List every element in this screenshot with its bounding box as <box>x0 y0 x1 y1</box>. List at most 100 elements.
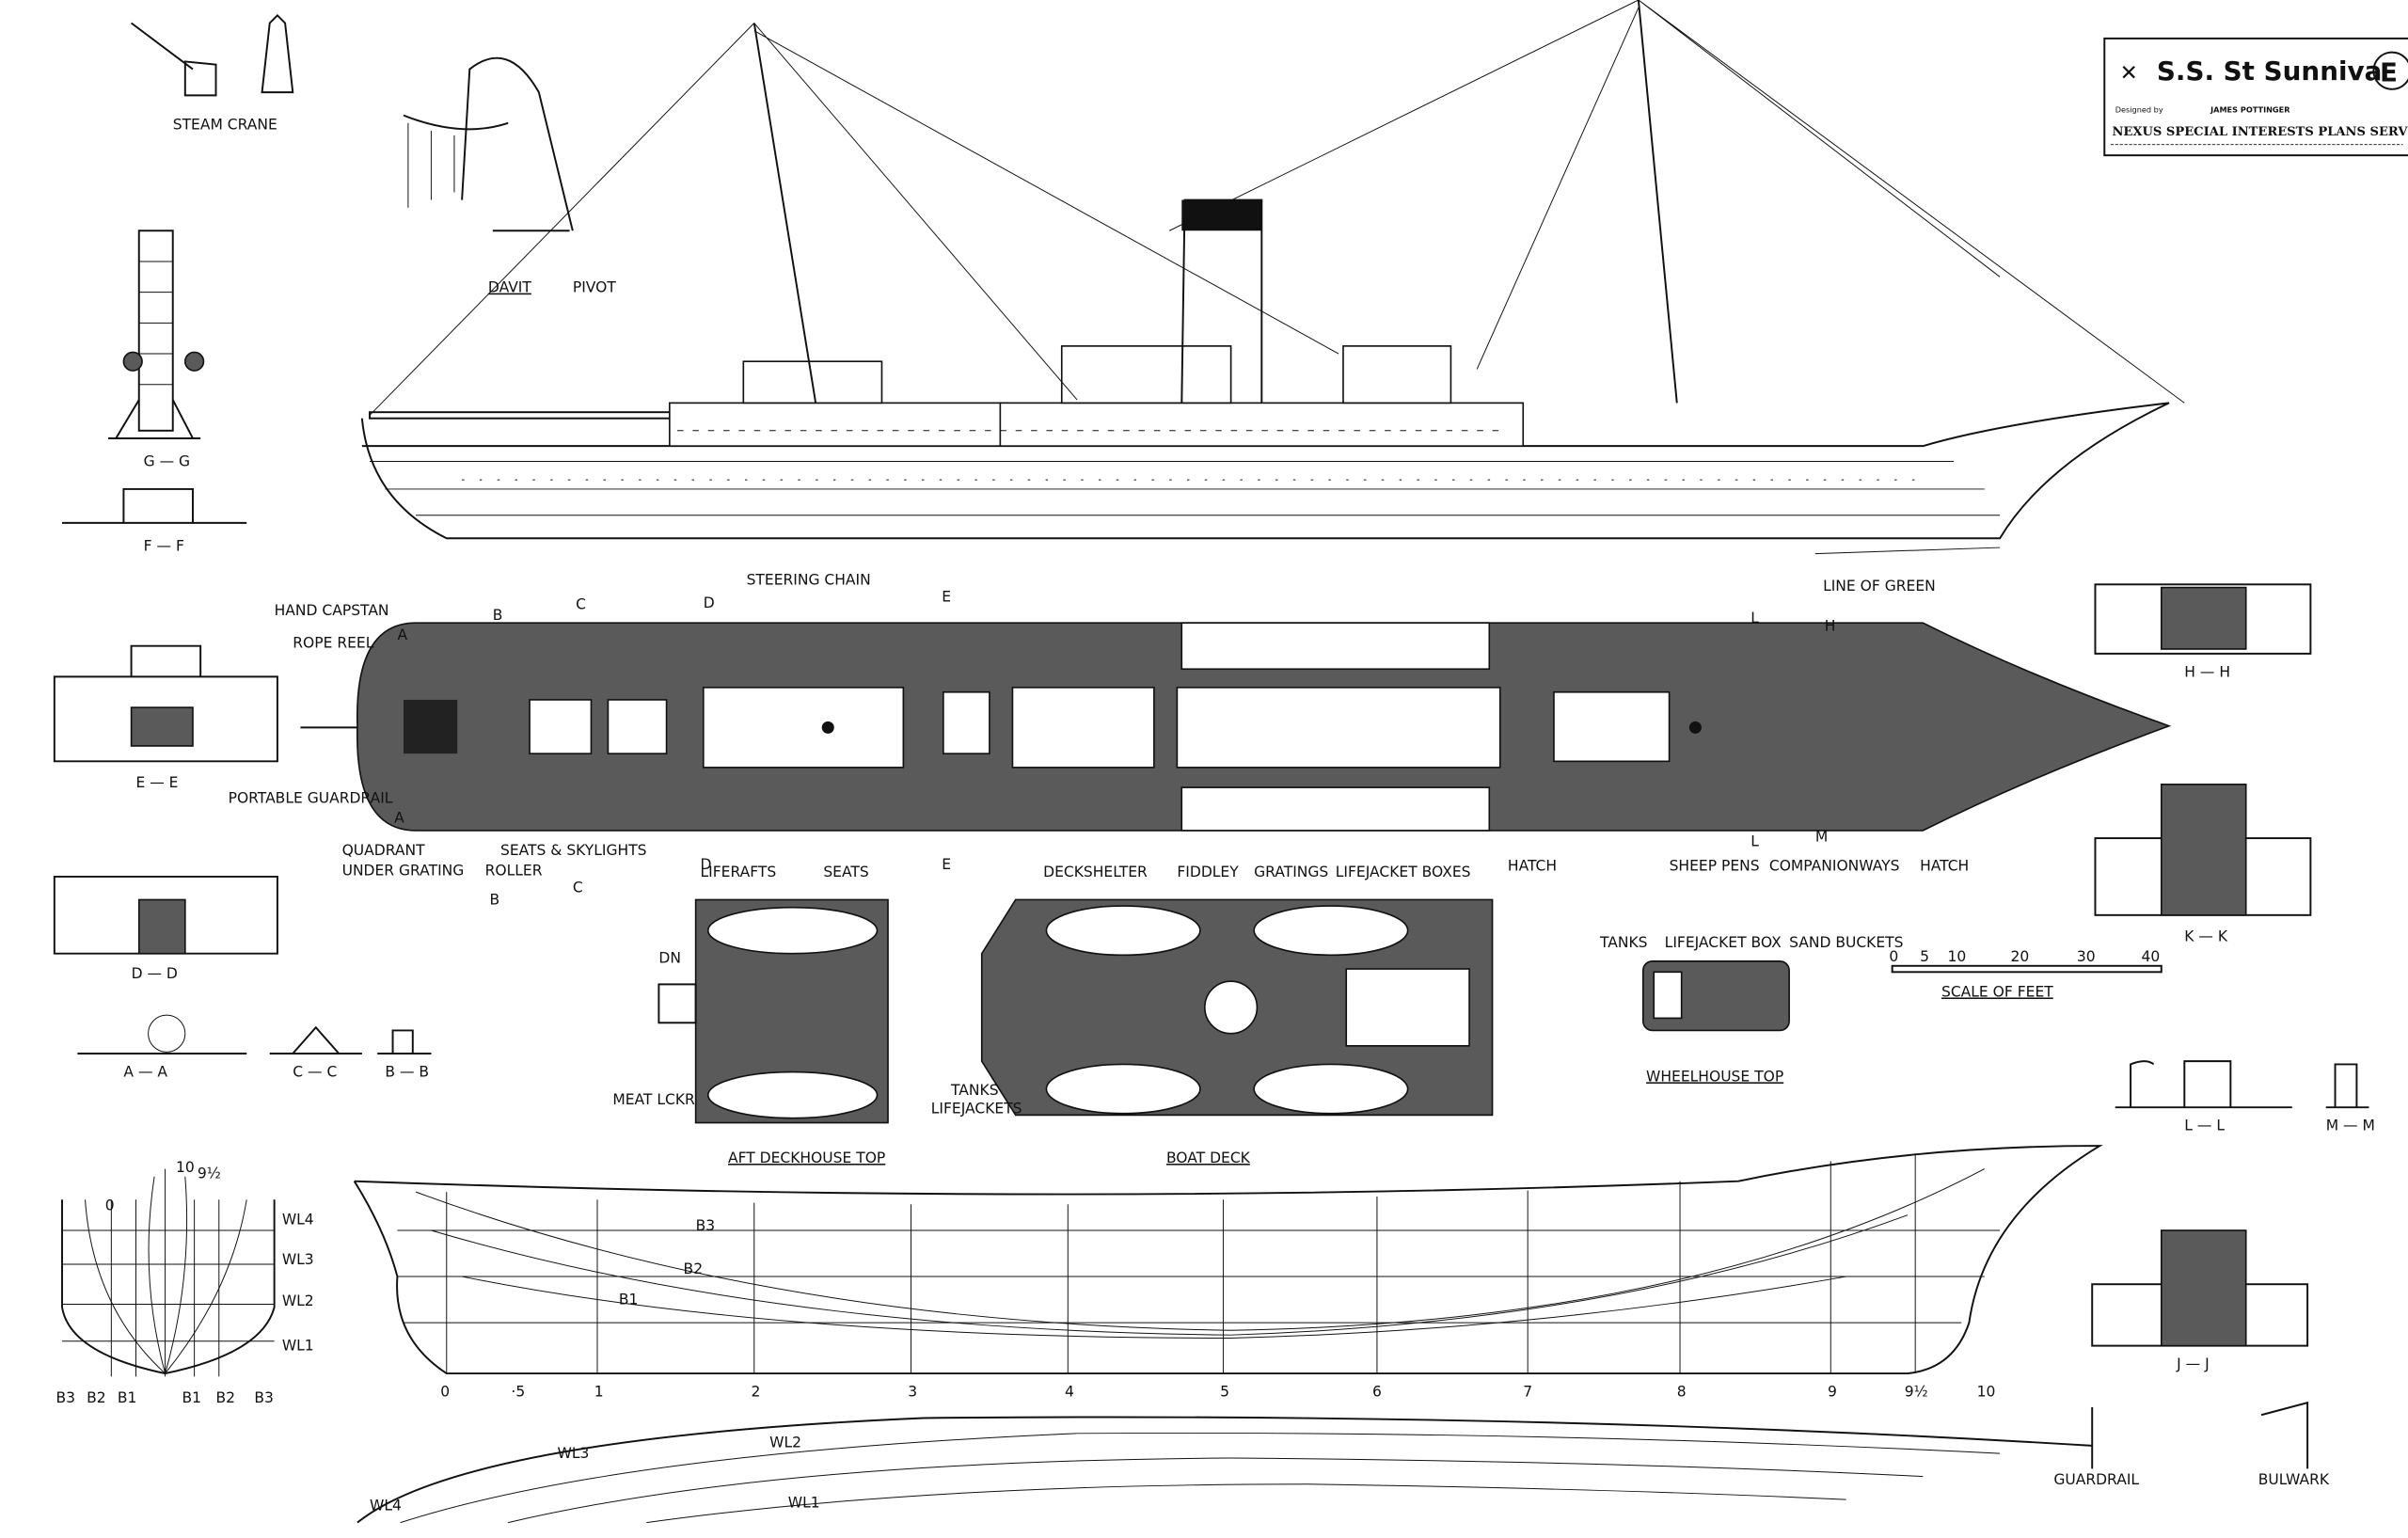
deck-plan: HAND CAPSTAN ROPE REEL STEERING CHAIN A … <box>275 571 2172 908</box>
mark-c-bottom: C <box>573 879 583 896</box>
meat-locker-label: MEAT LCKR <box>612 1091 695 1108</box>
a-a-label: A — A <box>123 1064 167 1081</box>
c-c-label: C — C <box>293 1064 337 1081</box>
section-g-g: G — G F — F <box>62 230 247 554</box>
station-label: 8 <box>1677 1384 1687 1401</box>
guardrail-label: GUARDRAIL <box>2053 1471 2139 1488</box>
k-k-label: K — K <box>2184 928 2228 945</box>
title: S.S. St Sunniva <box>2157 55 2382 87</box>
station-label: 9 <box>1828 1384 1837 1401</box>
sheet-letter: E <box>2380 57 2398 88</box>
right-sections: H — H K — K L — L M — M J — J GUARDRAIL … <box>2053 583 2375 1488</box>
aft-deckhouse-top-label: AFT DECKHOUSE TOP <box>728 1150 885 1166</box>
under-grating-label: UNDER GRATING <box>342 862 465 879</box>
mark-a-top: A <box>397 626 407 643</box>
half-breadth-wl1: WL1 <box>788 1494 820 1511</box>
boat-deck: DECKSHELTER FIDDLEY GRATINGS LIFEJACKET … <box>931 864 1494 1166</box>
portable-guardrail-label: PORTABLE GUARDRAIL <box>229 789 393 806</box>
steam-crane-detail: STEAM CRANE <box>130 13 294 133</box>
bulwark-label: BULWARK <box>2258 1471 2330 1488</box>
mark-c-top: C <box>576 595 586 612</box>
station-labels: 0 ·5 1 2 3 4 5 6 7 8 9 9½ 10 <box>440 1384 1995 1401</box>
scale-label: SCALE OF FEET <box>1941 983 2053 1000</box>
station-label: 7 <box>1523 1384 1532 1401</box>
half-breadth-wl4: WL4 <box>370 1498 402 1514</box>
body-plan: WL4 WL3 WL2 WL1 10 9½ 0 B3 B2 B1 B1 B2 B… <box>55 1159 313 1406</box>
half-breadth-wl3: WL3 <box>557 1445 589 1462</box>
tanks-label: TANKS <box>950 1082 999 1099</box>
lifejacket-box-label: LIFEJACKET BOX <box>1665 934 1782 951</box>
sheep-pens-label: SHEEP PENS <box>1670 857 1760 874</box>
buttock-b1: B1 <box>619 1291 639 1308</box>
seats-skylights-label: SEATS & SKYLIGHTS <box>500 842 647 859</box>
d-d-label: D — D <box>132 965 178 982</box>
wheelhouse-top: TANKS LIFEJACKET BOX SAND BUCKETS WHEELH… <box>1599 934 1903 1085</box>
mark-l-bottom: L <box>1751 832 1759 849</box>
dn-label: DN <box>658 950 681 967</box>
body-b2: B2 <box>87 1389 106 1406</box>
hatch-label-1: HATCH <box>1508 857 1557 874</box>
mark-a-bottom: A <box>394 810 404 827</box>
body-station: 9½ <box>198 1165 221 1181</box>
compass-icon: ✕ <box>2120 61 2138 86</box>
deckshelter-label: DECKSHELTER <box>1043 864 1148 880</box>
section-e-e: E — E PORTABLE GUARDRAIL <box>53 644 393 806</box>
station-label: 0 <box>440 1384 450 1401</box>
h-h-label: H — H <box>2184 663 2230 680</box>
station-label: ·5 <box>511 1384 525 1401</box>
half-breadth-wl2: WL2 <box>769 1435 801 1451</box>
mark-d-bottom: D <box>701 856 712 873</box>
station-label: 4 <box>1065 1384 1074 1401</box>
b-b-label: B — B <box>385 1064 429 1081</box>
mark-h-top: H <box>1825 617 1836 634</box>
scale-of-feet: 0 5 10 20 30 40 SCALE OF FEET <box>1889 948 2162 1000</box>
steam-crane-label: STEAM CRANE <box>173 116 277 133</box>
station-label: 3 <box>908 1384 917 1401</box>
wheelhouse-top-label: WHEELHOUSE TOP <box>1646 1068 1783 1085</box>
gratings-label: GRATINGS <box>1254 864 1328 880</box>
publisher: NEXUS SPECIAL INTERESTS PLANS SERVIC <box>2112 125 2408 139</box>
buttock-b3: B3 <box>696 1217 716 1234</box>
companionways-label: COMPANIONWAYS <box>1769 857 1900 874</box>
rope-reel-label: ROPE REEL <box>293 634 373 651</box>
scale-tick: 10 <box>1948 948 1967 965</box>
scale-tick: 30 <box>2077 948 2096 965</box>
mark-e-top: E <box>942 588 951 605</box>
small-sections: A — A C — C B — B <box>77 1014 432 1081</box>
body-b3: B3 <box>55 1389 75 1406</box>
designer: JAMES POTTINGER <box>2210 104 2290 114</box>
hand-capstan-label: HAND CAPSTAN <box>275 602 389 619</box>
half-breadth-plan: WL3 WL2 WL1 WL4 <box>356 1416 2093 1524</box>
scale-tick: 5 <box>1920 948 1929 965</box>
l-l-label: L — L <box>2184 1118 2225 1134</box>
sand-buckets-label: SAND BUCKETS <box>1789 934 1903 951</box>
sheer-plan: B3 B2 B1 0 ·5 1 2 3 4 5 6 7 8 9 9½ 10 <box>353 1145 2103 1401</box>
lifejackets-label: LIFEJACKETS <box>931 1101 1022 1118</box>
station-label: 5 <box>1220 1384 1229 1401</box>
station-label: 2 <box>751 1384 760 1401</box>
body-wl1: WL1 <box>282 1338 314 1355</box>
mark-b-bottom: B <box>490 891 500 908</box>
buttock-b2: B2 <box>684 1261 704 1277</box>
pivot-label: PIVOT <box>573 279 616 296</box>
quadrant-label: QUADRANT <box>342 842 426 859</box>
e-e-label: E — E <box>135 774 178 791</box>
section-d-d: D — D <box>53 875 278 982</box>
roller-label: ROLLER <box>485 862 543 879</box>
aft-deckhouse-top: LIFERAFTS SEATS DN MEAT LCKR AFT DECKHOU… <box>612 864 889 1166</box>
mark-l-top: L <box>1751 610 1759 626</box>
boat-deck-label: BOAT DECK <box>1166 1150 1251 1166</box>
title-block: ✕ S.S. St Sunniva E Designed by JAMES PO… <box>2103 37 2408 157</box>
lifejacket-boxes-label: LIFEJACKET BOXES <box>1336 864 1471 880</box>
ship-profile: LINE OF GREEN <box>360 0 2185 595</box>
body-wl4: WL4 <box>282 1211 314 1228</box>
m-m-label: M — M <box>2326 1118 2375 1134</box>
scale-tick: 0 <box>1889 948 1898 965</box>
body-wl3: WL3 <box>282 1251 314 1268</box>
body-wl2: WL2 <box>282 1292 314 1309</box>
davit-detail: DAVIT PIVOT <box>403 56 616 296</box>
f-f-label: F — F <box>144 537 184 554</box>
mark-e-bottom: E <box>942 856 951 873</box>
tanks-label-2: TANKS <box>1599 934 1648 951</box>
